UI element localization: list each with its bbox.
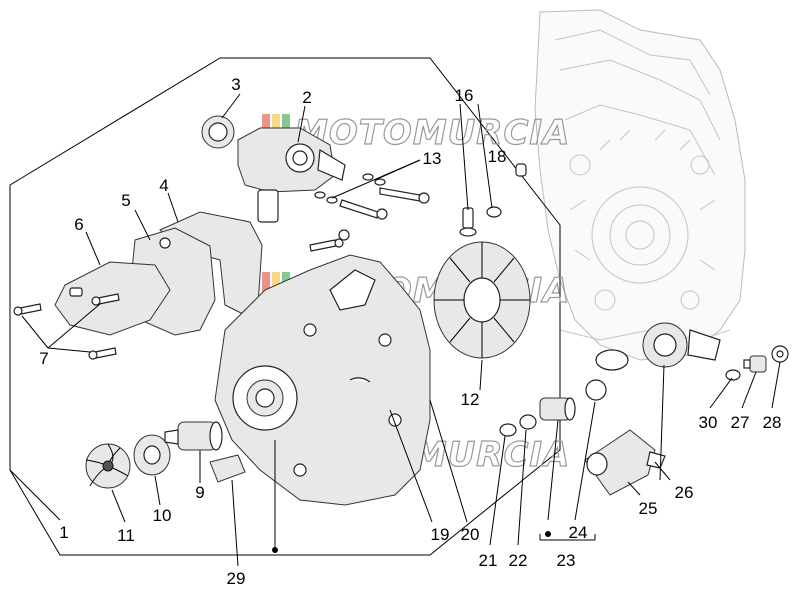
callout-labels: 3 2 4 5 6 7 13 16 18 12 9 10 11 1 29 19 …	[39, 75, 781, 588]
callout-24: 24	[569, 523, 588, 542]
callout-9: 9	[195, 483, 204, 502]
callout-26: 26	[675, 483, 694, 502]
callout-20: 20	[461, 525, 480, 544]
callout-1: 1	[59, 523, 68, 542]
callout-2: 2	[302, 88, 311, 107]
part-23-filter-assembly	[539, 397, 576, 421]
fan-bolts	[309, 229, 350, 252]
callout-4: 4	[159, 176, 168, 195]
callout-19: 19	[431, 525, 450, 544]
main-cover-casing	[214, 254, 431, 506]
callout-3: 3	[231, 75, 240, 94]
callout-22: 22	[509, 551, 528, 570]
callout-11: 11	[117, 526, 135, 545]
assembly-boundary-frame	[9, 57, 561, 556]
part-21-oring	[499, 423, 517, 437]
part-22-oring	[519, 414, 537, 430]
part-12-fan	[433, 241, 531, 359]
part-29-clip	[209, 454, 246, 483]
group-23-marker	[545, 531, 551, 537]
callout-7: 7	[39, 349, 48, 368]
callout-18: 18	[488, 147, 507, 166]
part-13-screws	[314, 173, 430, 220]
callout-23: 23	[557, 551, 576, 570]
callout-30: 30	[699, 413, 718, 432]
part-11-impeller	[85, 443, 131, 489]
part-26-fitting	[642, 322, 721, 368]
part-10-seal	[133, 434, 171, 476]
part-27-plug	[743, 355, 767, 373]
callout-28: 28	[763, 413, 782, 432]
leader-lines	[9, 93, 781, 567]
callout-6: 6	[74, 215, 83, 234]
part-7-bolts	[13, 293, 120, 360]
callout-10: 10	[153, 506, 172, 525]
callout-29: 29	[227, 569, 246, 588]
watermark-text: MOTOMURCIA	[294, 113, 570, 153]
crankcase-background	[534, 9, 746, 361]
part-24-oring	[585, 349, 629, 401]
part-16-bolt	[459, 207, 477, 237]
part-18-washer	[486, 163, 527, 218]
part-30-clip	[725, 369, 741, 381]
part-3-bearing	[201, 115, 235, 149]
callout-13: 13	[423, 149, 442, 168]
callout-25: 25	[639, 499, 658, 518]
callout-16: 16	[455, 86, 474, 105]
callout-12: 12	[461, 390, 480, 409]
callout-27: 27	[731, 413, 750, 432]
part-25-filter	[584, 429, 666, 496]
callout-21: 21	[479, 551, 498, 570]
callout-5: 5	[121, 191, 130, 210]
part-9-shaft	[164, 421, 223, 451]
part-2-housing	[237, 127, 346, 223]
group-29-marker	[272, 547, 278, 553]
part-28-washer	[771, 345, 789, 363]
